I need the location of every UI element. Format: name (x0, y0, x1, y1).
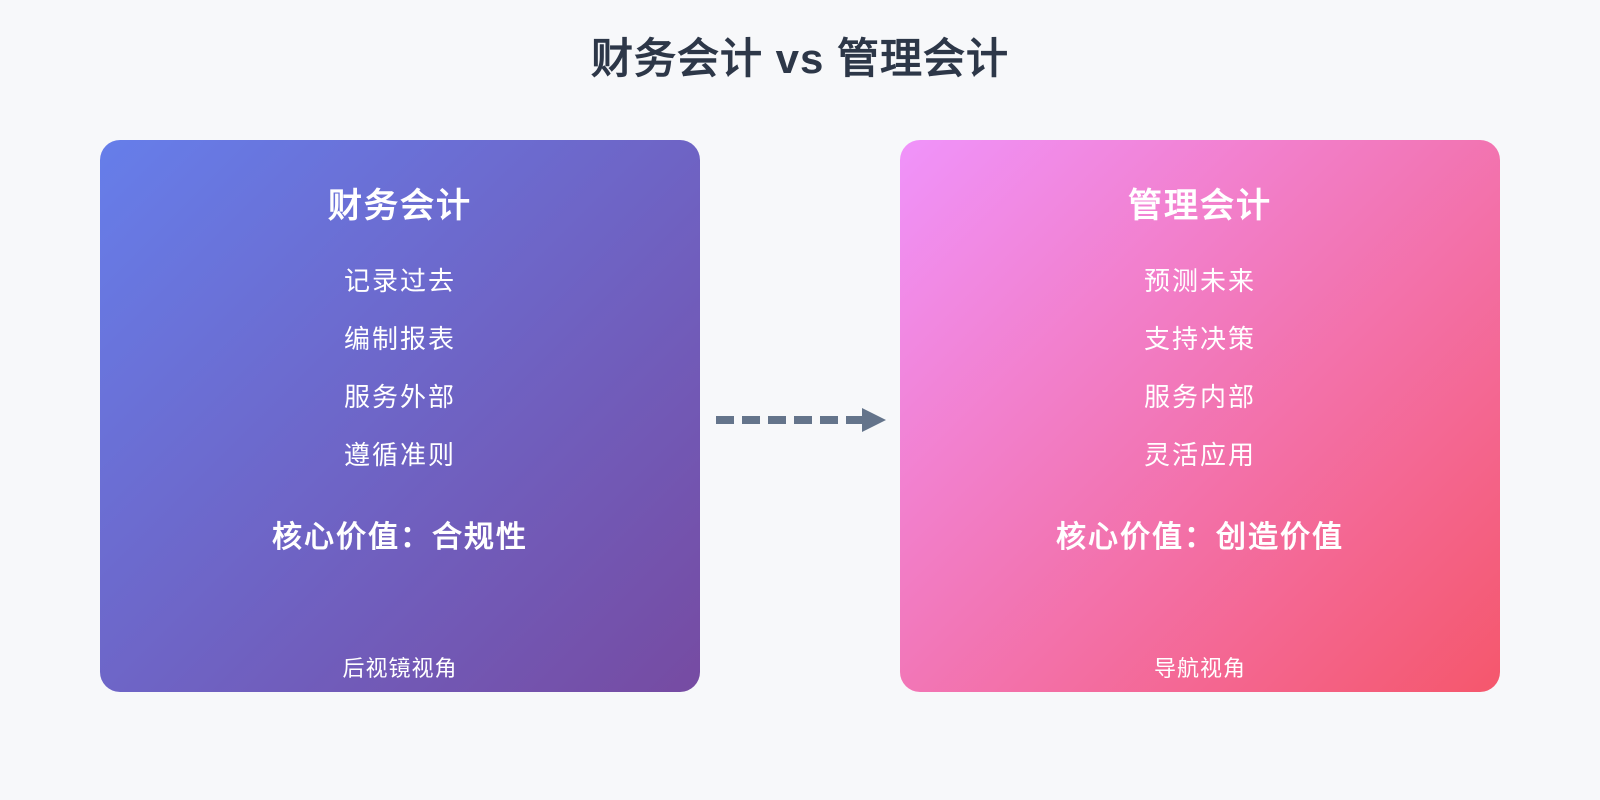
list-item: 遵循准则 (343, 440, 456, 470)
dashed-right-arrow-icon (716, 408, 886, 432)
transition-arrow (712, 402, 892, 438)
list-item: 编制报表 (343, 324, 456, 354)
managerial-card-items: 预测未来 支持决策 服务内部 灵活应用 (900, 252, 1500, 484)
list-item: 服务内部 (1143, 382, 1256, 412)
managerial-perspective-label: 导航视角 (1153, 656, 1246, 681)
managerial-core-value: 核心价值：创造价值 (1056, 521, 1344, 554)
managerial-card: 管理会计 预测未来 支持决策 服务内部 灵活应用 核心价值：创造价值 导航视角 (900, 140, 1500, 692)
financial-core-value: 核心价值：合规性 (272, 521, 528, 554)
financial-card: 财务会计 记录过去 编制报表 服务外部 遵循准则 核心价值：合规性 后视镜视角 (100, 140, 700, 692)
list-item: 预测未来 (1143, 266, 1256, 296)
page-title: 财务会计 vs 管理会计 (590, 35, 1010, 82)
financial-perspective-label: 后视镜视角 (342, 656, 458, 681)
list-item: 灵活应用 (1143, 440, 1256, 470)
list-item: 支持决策 (1143, 324, 1256, 354)
financial-card-title: 财务会计 (328, 187, 472, 225)
list-item: 记录过去 (343, 266, 456, 296)
managerial-card-title: 管理会计 (1128, 187, 1272, 225)
list-item: 服务外部 (343, 382, 456, 412)
financial-card-items: 记录过去 编制报表 服务外部 遵循准则 (100, 252, 700, 484)
